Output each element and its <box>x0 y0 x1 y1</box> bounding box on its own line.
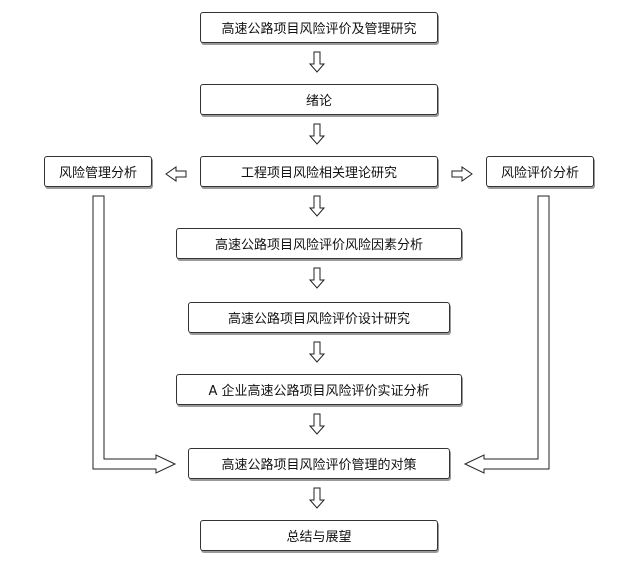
arrow-right-to-risk-eval <box>451 166 473 182</box>
arrow-down-6 <box>308 413 326 435</box>
connector-left <box>92 195 177 474</box>
box-evaluation-design: 高速公路项目风险评价设计研究 <box>188 302 450 333</box>
box-intro: 绪论 <box>200 84 438 115</box>
box-risk-evaluation-analysis: 风险评价分析 <box>486 156 594 187</box>
arrow-left-to-risk-mgmt <box>165 166 187 182</box>
arrow-down-4 <box>308 267 326 289</box>
box-case-study: A 企业高速公路项目风险评价实证分析 <box>176 374 462 405</box>
arrow-down-3 <box>308 195 326 217</box>
box-theory: 工程项目风险相关理论研究 <box>200 156 438 187</box>
box-risk-management-analysis: 风险管理分析 <box>44 156 152 187</box>
box-summary: 总结与展望 <box>200 520 438 551</box>
arrow-down-2 <box>308 123 326 145</box>
arrow-down-7 <box>308 487 326 509</box>
arrow-down-5 <box>308 341 326 363</box>
box-countermeasures: 高速公路项目风险评价管理的对策 <box>188 448 450 479</box>
connector-right <box>463 195 550 474</box>
box-risk-factors: 高速公路项目风险评价风险因素分析 <box>176 228 462 259</box>
box-title: 高速公路项目风险评价及管理研究 <box>200 12 438 43</box>
arrow-down-1 <box>308 51 326 73</box>
